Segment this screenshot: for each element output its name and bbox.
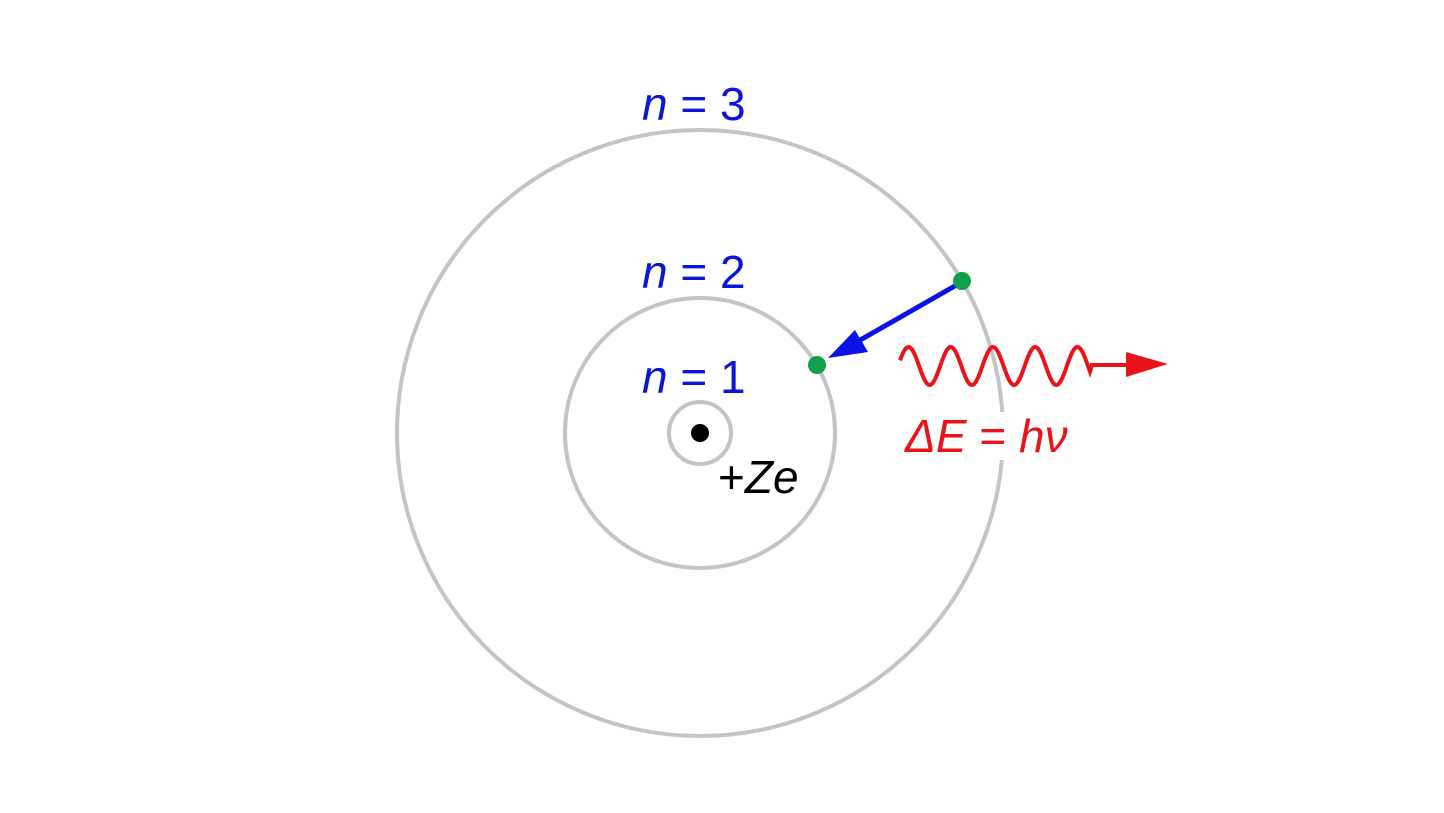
transition-arrow-line: [846, 280, 962, 350]
electron-n2: [808, 356, 826, 374]
label-n2: n = 2: [642, 246, 746, 298]
label-n3: n = 3: [642, 78, 746, 130]
orbit-n1: [667, 400, 733, 466]
label-nucleus-charge: +Ze: [718, 451, 799, 503]
nucleus: [691, 424, 709, 442]
transition-arrowhead: [828, 330, 868, 358]
label-n1: n = 1: [642, 351, 746, 403]
photon-arrowhead: [1126, 352, 1168, 377]
orbit-n2: [563, 296, 837, 570]
electron-n3: [953, 272, 971, 290]
photon-wave: [898, 344, 1094, 388]
label-energy: ΔE = hν: [904, 410, 1068, 462]
label-mask: [900, 412, 1100, 460]
